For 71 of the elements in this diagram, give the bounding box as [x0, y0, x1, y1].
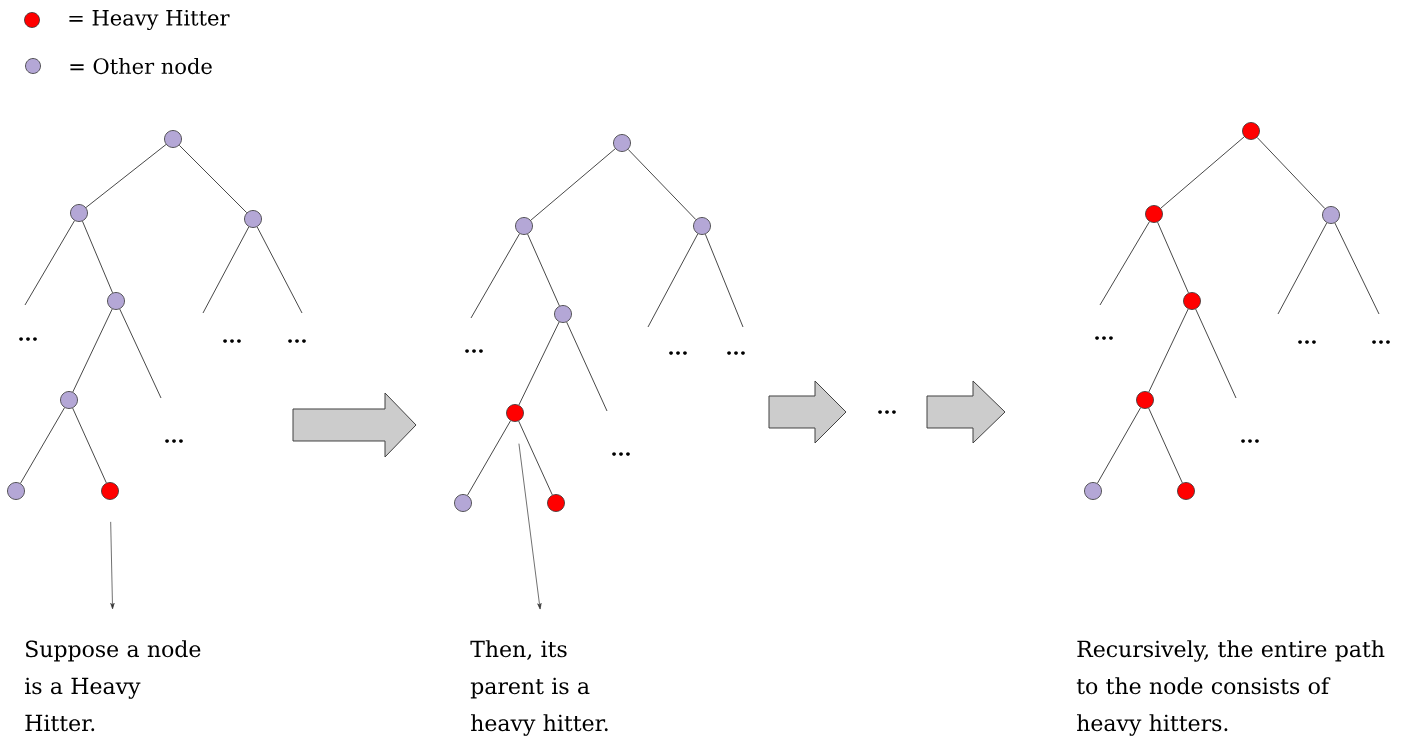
tree-branch [527, 233, 560, 307]
tree-branch [704, 233, 744, 328]
tree-branch [1195, 308, 1237, 399]
ellipsis: ... [165, 439, 183, 443]
tree-node [1136, 391, 1154, 409]
leader-arrow [110, 521, 115, 610]
tree-node [60, 391, 78, 409]
tree-branch [72, 407, 107, 484]
caption-text: Recursively, the entire path to the node consists of heavy hitters. [1076, 640, 1385, 736]
ellipsis: ... [612, 452, 630, 456]
tree-node [1084, 482, 1102, 500]
tree-node [547, 494, 565, 512]
tree-node [506, 404, 524, 422]
ellipsis: ... [1298, 340, 1316, 344]
tree-node [244, 210, 262, 228]
ellipsis: ... [727, 351, 745, 355]
legend-text: = Heavy Hitter [69, 9, 230, 31]
tree-branch [202, 226, 250, 314]
tree-branch [1148, 308, 1189, 393]
tree-branch [1160, 136, 1245, 209]
ellipsis: ... [19, 337, 37, 341]
tree-branch [119, 308, 162, 399]
ellipsis: ... [878, 410, 896, 414]
tree-branch [518, 321, 560, 406]
legend-text: = Other node [70, 57, 212, 75]
tree-branch [1148, 407, 1183, 484]
tree-node [515, 217, 533, 235]
tree-node [1242, 122, 1260, 140]
tree-branch [256, 226, 303, 314]
tree-branch [467, 420, 511, 496]
tree-branch [24, 220, 75, 306]
ellipsis: ... [465, 349, 483, 353]
ellipsis: ... [1095, 336, 1113, 340]
tree-branch [1099, 221, 1150, 306]
tree-branch [470, 233, 521, 319]
tree-branch [566, 321, 608, 412]
ellipsis: ... [669, 351, 687, 355]
tree-node [7, 482, 25, 500]
tree-node [70, 204, 88, 222]
tree-branch [85, 144, 167, 208]
caption-text: Suppose a node is a Heavy Hitter. [25, 640, 201, 732]
tree-branch [1334, 222, 1380, 315]
tree-branch [1277, 222, 1328, 315]
tree-branch [72, 308, 113, 393]
tree-node [1145, 205, 1163, 223]
tree-branch [627, 148, 697, 221]
tree-node [1183, 292, 1201, 310]
ellipsis: ... [288, 339, 306, 343]
tree-branch [178, 144, 248, 214]
tree-branch [647, 233, 699, 328]
tree-node [554, 305, 572, 323]
tree-branch [20, 407, 65, 484]
caption-text: Then, its parent is a heavy hitter. [470, 640, 608, 736]
tree-node [107, 292, 125, 310]
tree-node [1177, 482, 1195, 500]
tree-node [613, 134, 631, 152]
tree-branch [82, 220, 113, 294]
tree-node [454, 494, 472, 512]
ellipsis: ... [1241, 439, 1259, 443]
tree-branch [1096, 407, 1142, 484]
leader-arrow [518, 443, 542, 610]
ellipsis: ... [223, 339, 241, 343]
tree-branch [1157, 221, 1189, 294]
tree-branch [518, 420, 553, 496]
tree-node [693, 217, 711, 235]
ellipsis: ... [1372, 340, 1390, 344]
tree-node [164, 130, 182, 148]
tree-branch [1256, 137, 1326, 209]
tree-branch [530, 148, 616, 221]
tree-node [101, 482, 119, 500]
tree-node [1322, 206, 1340, 224]
